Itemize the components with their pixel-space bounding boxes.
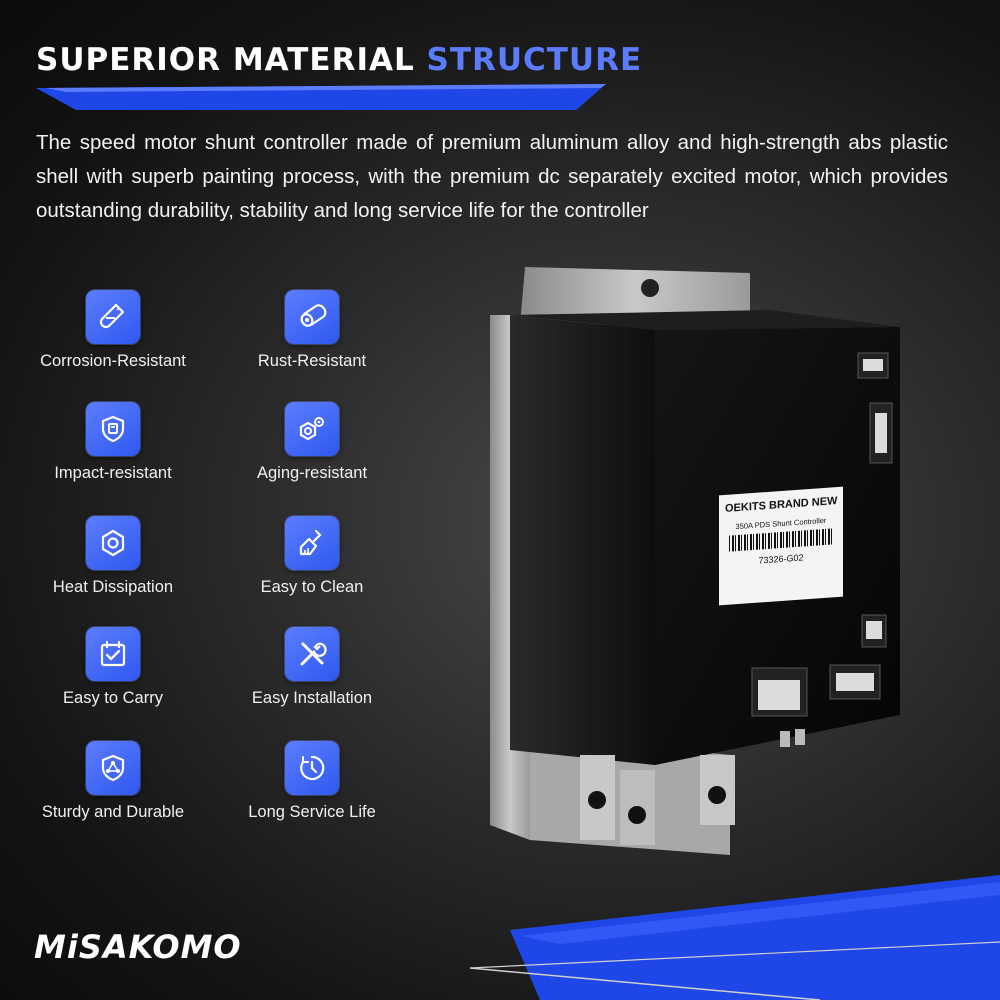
feature-heat-dissipation: Heat Dissipation	[23, 516, 203, 597]
shield-icon	[86, 402, 140, 456]
feature-label: Corrosion-Resistant	[40, 352, 186, 370]
timer-icon	[285, 741, 339, 795]
feature-easy-to-carry: Easy to Carry	[23, 627, 203, 708]
feature-impact-resistant: Impact-resistant	[23, 402, 203, 483]
headline-part2: STRUCTURE	[426, 42, 643, 78]
calendar-check-icon	[86, 627, 140, 681]
feature-aging-resistant: Aging-resistant	[222, 402, 402, 483]
barcode	[729, 528, 833, 552]
test-tube-icon	[86, 290, 140, 344]
feature-rust-resistant: Rust-Resistant	[222, 290, 402, 371]
feature-label: Aging-resistant	[256, 464, 368, 482]
feature-label: Sturdy and Durable	[41, 803, 185, 821]
brush-icon	[285, 516, 339, 570]
tools-icon	[285, 627, 339, 681]
feature-label: Rust-Resistant	[257, 352, 367, 370]
controller-image	[490, 267, 900, 855]
shield-network-icon	[86, 741, 140, 795]
headline: SUPERIOR MATERIAL STRUCTURE	[36, 42, 642, 78]
feature-label: Heat Dissipation	[52, 578, 174, 596]
hexagon-icon	[86, 516, 140, 570]
brand-logo: MiSAKOMO	[34, 928, 242, 966]
label-part-number: 73326-G02	[758, 552, 804, 566]
product-label: OEKITS BRAND NEW 350A PDS Shunt Controll…	[719, 486, 843, 606]
headline-underline	[36, 84, 606, 110]
description: The speed motor shunt controller made of…	[36, 131, 948, 222]
feature-easy-to-clean: Easy to Clean	[222, 516, 402, 597]
feature-long-service-life: Long Service Life	[222, 741, 402, 822]
headline-part1: SUPERIOR MATERIAL	[36, 42, 427, 78]
nut-icon	[285, 402, 339, 456]
label-brand-line: OEKITS BRAND NEW	[725, 495, 838, 515]
feature-label: Easy to Carry	[63, 689, 163, 707]
pipe-icon	[285, 290, 339, 344]
feature-label: Impact-resistant	[54, 464, 172, 482]
feature-easy-installation: Easy Installation	[222, 627, 402, 708]
feature-label: Long Service Life	[248, 803, 376, 821]
feature-label: Easy to Clean	[260, 578, 364, 596]
feature-sturdy-and-durable: Sturdy and Durable	[23, 741, 203, 822]
feature-label: Easy Installation	[251, 689, 373, 707]
feature-corrosion-resistant: Corrosion-Resistant	[23, 290, 203, 371]
